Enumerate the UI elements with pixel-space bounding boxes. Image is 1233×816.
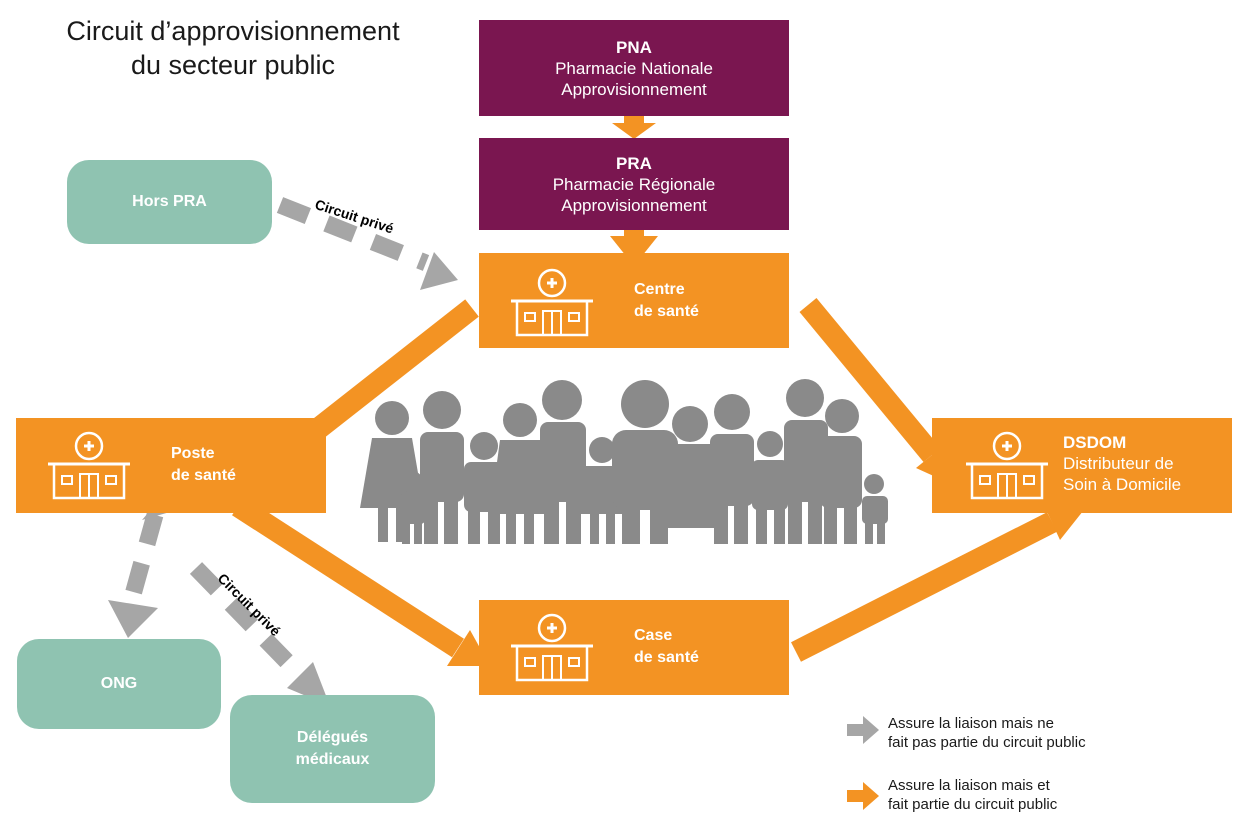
centre-line1: Centre xyxy=(634,281,685,298)
dsdom-line1: Distributeur de xyxy=(1063,454,1174,473)
delegues-line2: médicaux xyxy=(295,751,370,768)
arrow-pna-to-pra xyxy=(612,115,656,139)
building-icon xyxy=(511,613,593,682)
delegues-line1: Délégués xyxy=(296,729,369,746)
legend-icons xyxy=(847,716,879,810)
node-pra: PRA Pharmacie Régionale Approvisionnemen… xyxy=(479,138,789,230)
building-icon xyxy=(966,431,1048,500)
arrow-poste-to-ong xyxy=(108,506,170,638)
poste-line1: Poste xyxy=(171,445,215,462)
pna-line1: Pharmacie Nationale xyxy=(555,58,713,78)
node-hors-pra: Hors PRA xyxy=(67,160,272,244)
legend-orange-text: Assure la liaison mais et fait partie du… xyxy=(888,776,1057,814)
pra-abbr: PRA xyxy=(616,153,652,173)
legend-orange-arrow-icon xyxy=(847,782,879,810)
dsdom-line2: Soin à Domicile xyxy=(1063,475,1182,494)
node-poste-de-sante: Poste de santé xyxy=(16,418,326,513)
pra-line2: Approvisionnement xyxy=(561,195,707,215)
legend-gray-text: Assure la liaison mais ne fait pas parti… xyxy=(888,714,1086,752)
node-centre-de-sante: Centre de santé xyxy=(479,253,789,348)
case-line2: de santé xyxy=(634,649,699,666)
node-case-de-sante: Case de santé xyxy=(479,600,789,695)
legend-gray-arrow-icon xyxy=(847,716,879,744)
poste-line2: de santé xyxy=(171,467,236,484)
pra-line1: Pharmacie Régionale xyxy=(552,174,716,194)
node-pna: PNA Pharmacie Nationale Approvisionnemen… xyxy=(479,20,789,116)
legend-gray-line2: fait pas partie du circuit public xyxy=(888,734,1086,751)
ong-label: ONG xyxy=(100,675,138,692)
hors-pra-label: Hors PRA xyxy=(132,193,207,210)
pna-abbr: PNA xyxy=(616,37,652,57)
pna-line2: Approvisionnement xyxy=(561,79,707,99)
building-icon xyxy=(511,268,593,337)
people-group-illustration xyxy=(360,379,888,544)
case-line1: Case xyxy=(634,627,673,644)
title-line-1: Circuit d’approvisionnement xyxy=(66,16,400,46)
arrow-horspra-to-centre xyxy=(276,197,458,290)
legend-orange-line1: Assure la liaison mais et xyxy=(888,777,1050,794)
page-title: Circuit d’approvisionnement du secteur p… xyxy=(18,14,448,82)
building-icon xyxy=(48,431,130,500)
centre-line2: de santé xyxy=(634,303,699,320)
node-delegues-medicaux: Délégués médicaux xyxy=(230,695,435,803)
legend-orange-line2: fait partie du circuit public xyxy=(888,796,1058,813)
legend-gray-line1: Assure la liaison mais ne xyxy=(888,715,1054,732)
dsdom-abbr: DSDOM xyxy=(1063,433,1127,452)
node-dsdom: DSDOM Distributeur de Soin à Domicile xyxy=(932,418,1232,513)
title-line-2: du secteur public xyxy=(130,50,336,80)
node-ong: ONG xyxy=(17,639,221,729)
